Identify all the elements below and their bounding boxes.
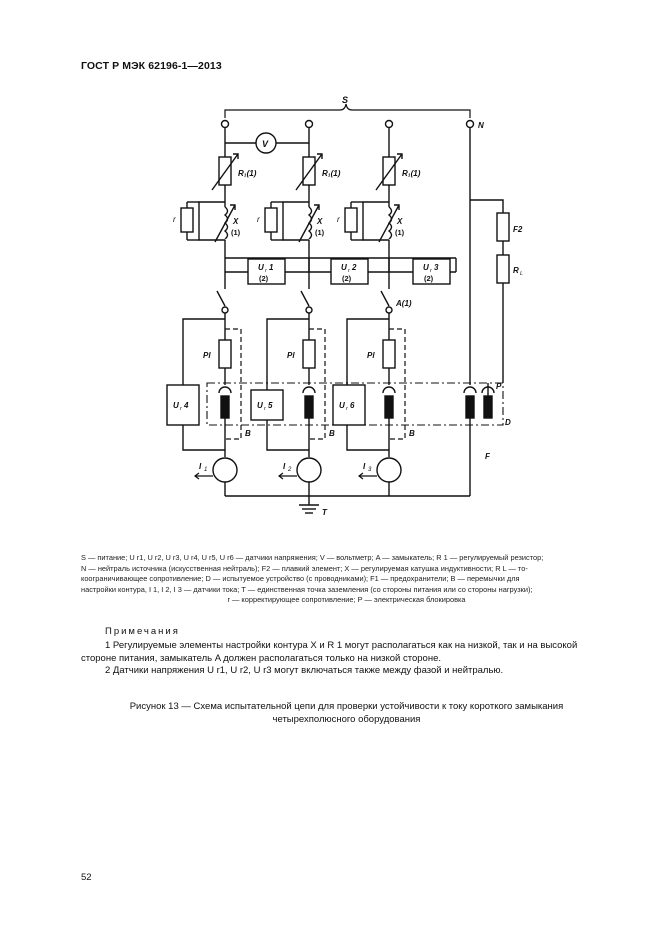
notes-title: Примечания: [105, 626, 180, 637]
svg-text:5: 5: [268, 401, 273, 410]
svg-text:F2: F2: [513, 225, 523, 234]
fuse-F2: [496, 212, 510, 242]
svg-text:U: U: [257, 401, 263, 410]
current-sensor-I2: [296, 457, 322, 483]
label-V: V: [262, 139, 269, 149]
label-R1-3: R₁(1): [402, 169, 421, 178]
contact-phase2: [302, 386, 316, 419]
svg-text:r: r: [265, 268, 268, 274]
terminal-N: [465, 119, 475, 129]
svg-text:1: 1: [204, 467, 207, 473]
svg-text:(2): (2): [342, 274, 352, 283]
svg-text:(1): (1): [231, 228, 241, 237]
switch-A-phase3: [380, 290, 393, 314]
svg-text:r: r: [348, 268, 351, 274]
svg-text:r: r: [264, 406, 267, 412]
svg-text:3: 3: [434, 263, 439, 272]
note-1: 1 Регулируемые элементы настройки контур…: [81, 640, 578, 664]
svg-text:r: r: [180, 406, 183, 412]
svg-text:4: 4: [183, 401, 189, 410]
svg-text:U: U: [258, 263, 264, 272]
svg-text:B: B: [329, 429, 335, 438]
svg-text:I: I: [363, 462, 366, 471]
svg-text:B: B: [409, 429, 415, 438]
svg-text:U: U: [423, 263, 429, 272]
label-A1: A(1): [395, 299, 412, 308]
resistor-R1-phase2: [295, 153, 323, 191]
label-D: D: [505, 418, 511, 427]
figure-legend: S — питание; U r1, U r2, U r3, U r4, U r…: [81, 553, 544, 605]
fuse-Pl-2: [302, 339, 316, 369]
svg-text:(2): (2): [259, 274, 269, 283]
inductor-X-phase1: [180, 201, 236, 243]
voltage-sensor-Ur2: [330, 258, 369, 285]
svg-text:Pl: Pl: [203, 351, 211, 360]
svg-text:3: 3: [368, 467, 372, 473]
page-number: 52: [81, 872, 92, 883]
label-R1-2: R₁(1): [322, 169, 341, 178]
test-circuit-diagram: S N V R₁(1) R₁(1) R₁(1): [166, 95, 523, 517]
label-r-1: r: [173, 215, 176, 224]
svg-text:(2): (2): [424, 274, 434, 283]
contact-phase3: [382, 386, 396, 419]
terminal-L3: [384, 119, 394, 129]
resistor-R1-phase3: [375, 153, 403, 191]
resistor-RL: [496, 254, 510, 284]
inductor-X-phase3: [344, 201, 400, 243]
svg-text:R: R: [513, 266, 519, 275]
svg-text:I: I: [199, 462, 202, 471]
voltage-sensor-Ur5: [250, 389, 284, 421]
document-header: ГОСТ Р МЭК 62196-1—2013: [81, 60, 222, 72]
svg-text:(1): (1): [395, 228, 405, 237]
svg-text:2: 2: [351, 263, 357, 272]
svg-text:U: U: [173, 401, 179, 410]
svg-text:r: r: [430, 268, 433, 274]
earth-point-T: [299, 504, 319, 514]
label-R1-1: R₁(1): [238, 169, 257, 178]
svg-text:r: r: [346, 406, 349, 412]
voltage-sensor-Ur6: [332, 384, 366, 426]
voltage-sensor-Ur1: [247, 258, 286, 285]
current-sensor-I3: [376, 457, 402, 483]
terminal-L1: [220, 119, 230, 129]
fuse-Pl-3: [382, 339, 396, 369]
label-T: T: [322, 508, 328, 517]
note-2: 2 Датчики напряжения U r1, U r2, U r3 мо…: [105, 665, 504, 676]
fuse-Pl-1: [218, 339, 232, 369]
switch-A-phase2: [300, 290, 313, 314]
svg-text:Pl: Pl: [287, 351, 295, 360]
supply-brace: [224, 103, 471, 118]
contact-neutral: [463, 386, 495, 419]
resistor-R1-phase1: [211, 153, 239, 191]
svg-text:I: I: [283, 462, 286, 471]
voltage-sensor-Ur4: [166, 384, 200, 426]
label-X-3: X: [396, 217, 403, 226]
svg-text:B: B: [245, 429, 251, 438]
label-S: S: [342, 95, 348, 105]
terminal-L2: [304, 119, 314, 129]
svg-text:Pl: Pl: [367, 351, 375, 360]
label-X-2: X: [316, 217, 323, 226]
contact-phase1: [218, 386, 232, 419]
svg-text:(1): (1): [315, 228, 325, 237]
svg-text:U: U: [341, 263, 347, 272]
svg-text:U: U: [339, 401, 345, 410]
label-X-1: X: [232, 217, 239, 226]
label-r-2: r: [257, 215, 260, 224]
voltage-sensor-Ur3: [412, 258, 451, 285]
switch-A-phase1: [216, 290, 229, 314]
inductor-X-phase2: [264, 201, 320, 243]
figure-caption: Рисунок 13 — Схема испытательной цепи дл…: [129, 701, 564, 725]
label-P: P: [496, 382, 502, 391]
label-N: N: [478, 121, 484, 130]
svg-text:L: L: [520, 271, 523, 277]
svg-text:2: 2: [287, 467, 292, 473]
current-sensor-I1: [212, 457, 238, 483]
svg-text:1: 1: [269, 263, 274, 272]
svg-text:6: 6: [350, 401, 355, 410]
label-r-3: r: [337, 215, 340, 224]
label-F: F: [485, 452, 491, 461]
